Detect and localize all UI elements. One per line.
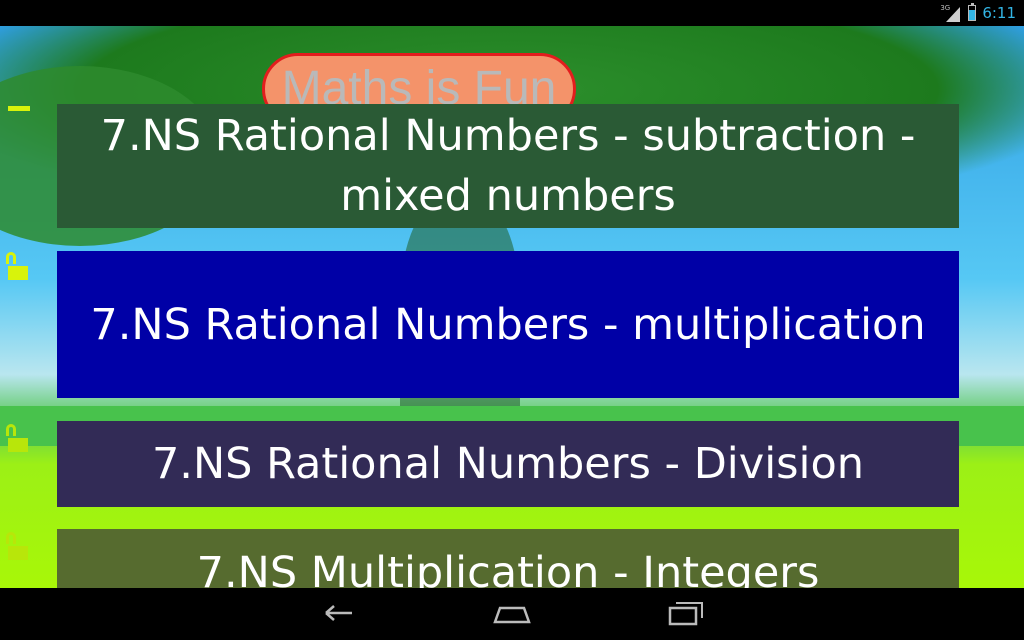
back-icon[interactable] bbox=[320, 598, 360, 628]
unlocked-icon bbox=[6, 424, 28, 456]
recent-apps-icon[interactable] bbox=[666, 598, 706, 628]
lock-icon bbox=[8, 106, 30, 136]
network-type: 3G bbox=[940, 4, 951, 12]
status-icons: 3G 6:11 bbox=[940, 0, 1016, 26]
navigation-bar bbox=[0, 588, 1024, 640]
signal-icon: 3G bbox=[940, 4, 962, 22]
topic-button-multiplication[interactable]: 7.NS Rational Numbers - multiplication bbox=[57, 251, 959, 398]
topic-label: 7.NS Rational Numbers - Division bbox=[151, 439, 865, 489]
unlocked-icon bbox=[6, 252, 28, 284]
topic-button-division[interactable]: 7.NS Rational Numbers - Division bbox=[57, 421, 959, 507]
battery-icon bbox=[968, 3, 977, 21]
unlocked-icon bbox=[6, 532, 28, 564]
status-bar: 3G 6:11 bbox=[0, 0, 1024, 26]
background-scene: Maths is Fun 7.NS Rational Numbers - sub… bbox=[0, 26, 1024, 588]
home-icon[interactable] bbox=[492, 598, 532, 628]
battery-level bbox=[969, 10, 976, 20]
topic-button-integers[interactable]: 7.NS Multiplication - Integers bbox=[57, 529, 959, 588]
clock: 6:11 bbox=[982, 4, 1016, 22]
topic-label: 7.NS Multiplication - Integers bbox=[196, 548, 820, 588]
topic-label: 7.NS Rational Numbers - multiplication bbox=[90, 299, 926, 350]
topic-button-subtraction-mixed[interactable]: 7.NS Rational Numbers - subtraction - mi… bbox=[57, 104, 959, 228]
topic-label: 7.NS Rational Numbers - subtraction - mi… bbox=[100, 111, 916, 221]
